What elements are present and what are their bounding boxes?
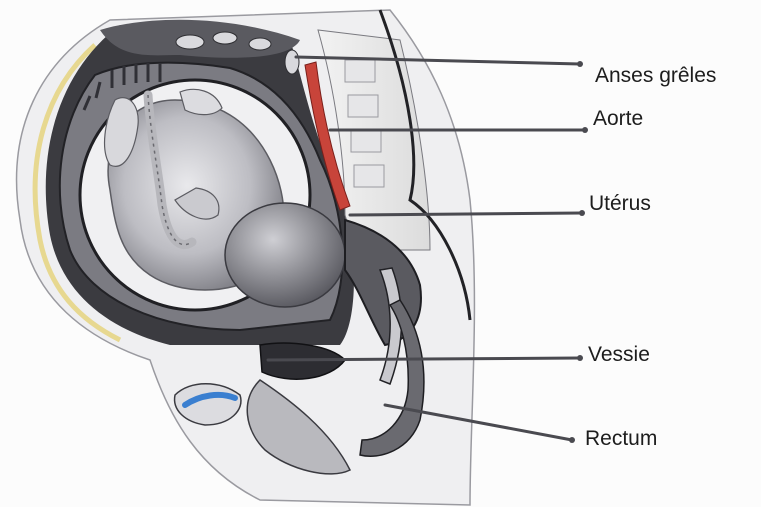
label-uterus: Utérus <box>589 193 651 214</box>
label-vessie: Vessie <box>588 344 650 365</box>
label-anses-greles: Anses grêles <box>595 65 716 86</box>
fetus-head <box>225 203 345 307</box>
label-rectum: Rectum <box>585 428 657 449</box>
leader-uterus <box>350 213 582 215</box>
leader-vessie <box>268 358 580 360</box>
label-aorte: Aorte <box>593 108 643 129</box>
leader-tips <box>569 61 588 443</box>
